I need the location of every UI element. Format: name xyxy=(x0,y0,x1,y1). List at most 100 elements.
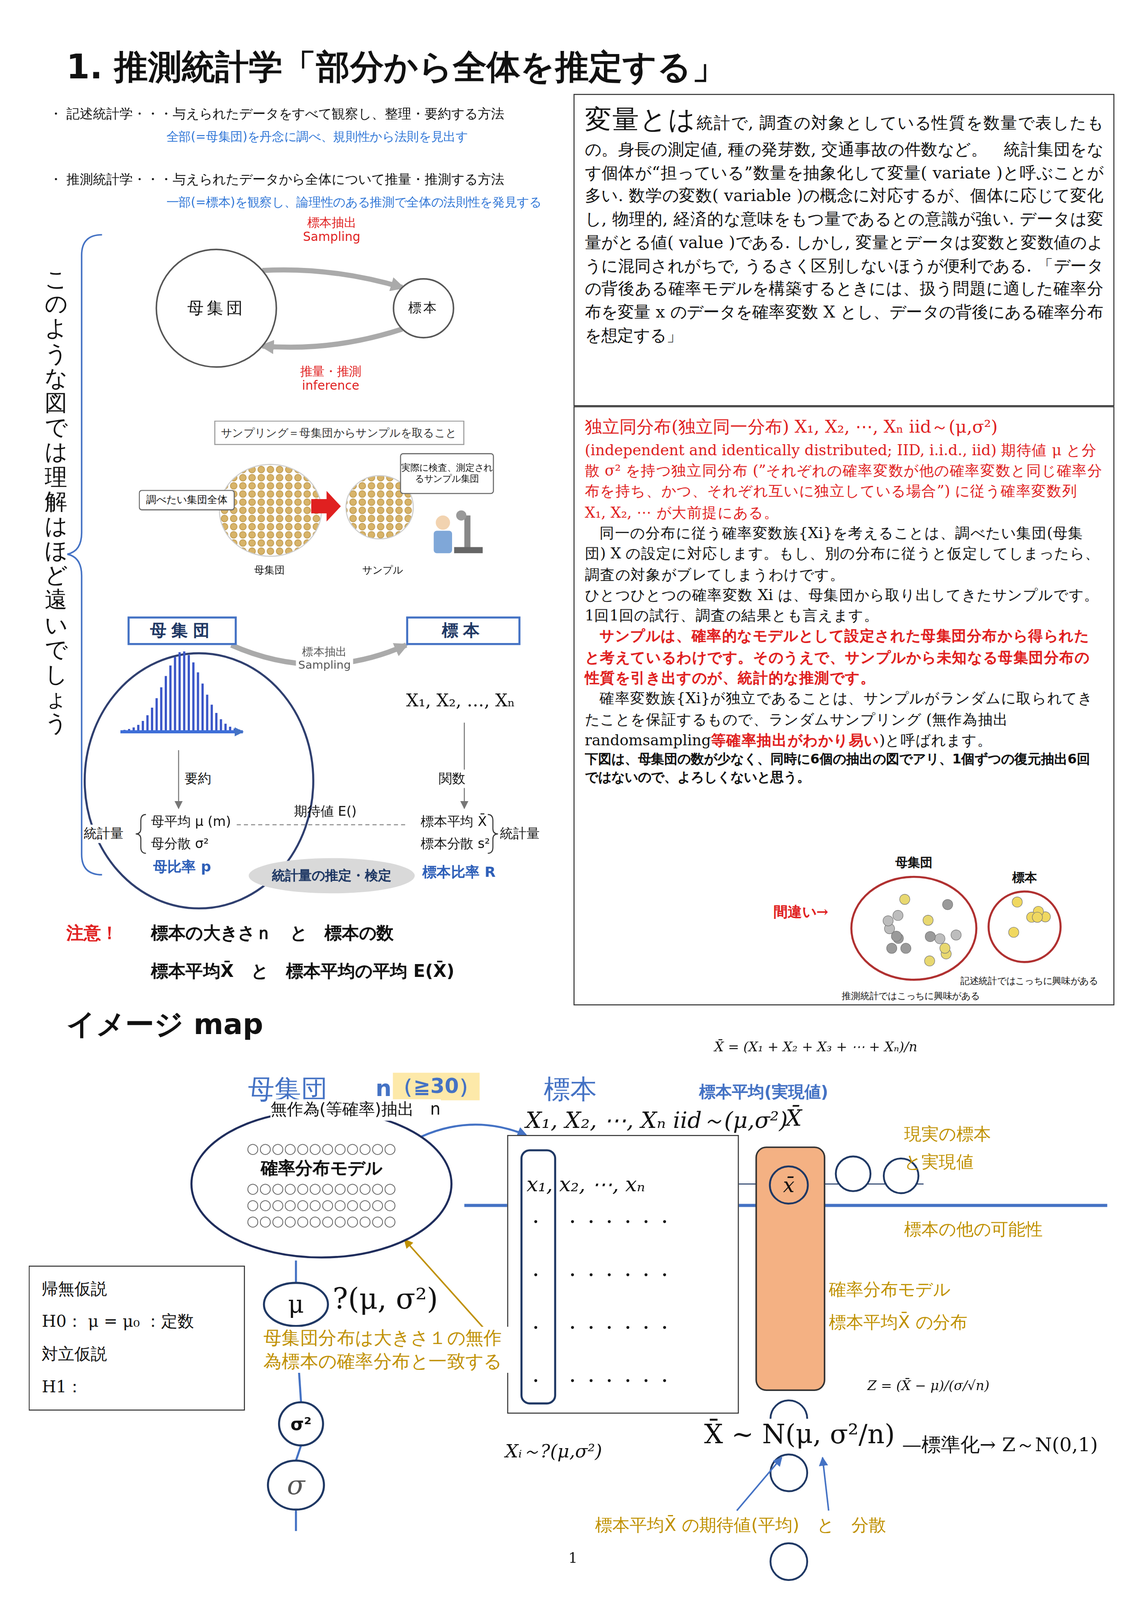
outline-ellipse xyxy=(851,876,977,980)
page-title: 1. 推測統計学「部分から全体を推定する」 xyxy=(66,44,726,91)
text-label: 期待値 E() xyxy=(293,802,357,821)
dot xyxy=(1008,927,1019,938)
node-text: 等確率抽出がわかり易い xyxy=(711,730,880,748)
dot xyxy=(934,933,945,944)
text-label: このような図では理解はほど遠いでしょう xyxy=(44,267,68,737)
outline-ellipse xyxy=(267,1460,324,1510)
node-text: (independent and identically distributed… xyxy=(584,439,1104,523)
outline xyxy=(850,874,978,982)
connector xyxy=(262,328,403,348)
text-label: 1 xyxy=(568,1549,578,1566)
text-label: 記述統計ではこっちに興味がある xyxy=(960,974,1099,988)
text-label: 標本分散 s² xyxy=(420,834,491,853)
outline-ellipse xyxy=(248,858,415,894)
histogram-bar xyxy=(164,675,167,731)
text-label: ?(μ, σ²) xyxy=(332,1281,438,1316)
dot xyxy=(925,931,936,942)
sigma-circle: σ xyxy=(267,1459,325,1511)
histogram-bar xyxy=(155,698,158,732)
node-text: ・ ・・・・・・ xyxy=(526,1301,738,1355)
decoration xyxy=(736,1457,782,1511)
hypothesis-box: 帰無仮説H0： μ = μ₀ ：定数対立仮説H1： xyxy=(28,1265,246,1411)
model-ellipse: ○○○○○○○○○○○○確率分布モデル○○○○○○○○○○○○○○○○○○○○○… xyxy=(188,1107,454,1261)
node-text: 統計で, 調査の対象としている性質を数量で表したもの。身長の測定値, 種の発芽数… xyxy=(584,113,1104,345)
node-text: ・ ・・・・・・ xyxy=(526,1248,738,1302)
text-label: 母比率 p xyxy=(153,858,212,877)
text-label: 関数 xyxy=(438,769,466,788)
decoration xyxy=(294,1510,298,1531)
decoration xyxy=(770,1454,808,1491)
node-text: 下図は、母集団の数が少なく、同時に6個の抽出の図でアリ、1個ずつの復元抽出6回で… xyxy=(584,750,1104,788)
decoration xyxy=(756,1147,825,1391)
node-text: 帰無仮説 xyxy=(41,1272,232,1306)
dot xyxy=(899,893,910,905)
node-text: H0： μ = μ₀ ：定数 xyxy=(41,1305,232,1339)
histogram-bar xyxy=(210,704,213,731)
decoration xyxy=(433,530,453,554)
dot xyxy=(939,943,951,954)
text-label: 無作為(等確率)抽出 n xyxy=(270,1098,441,1121)
dot xyxy=(893,910,904,921)
edge-label: 標本抽出 Sampling xyxy=(295,645,353,672)
dot xyxy=(900,943,911,954)
outline-ellipse xyxy=(191,1110,452,1258)
histogram-bar xyxy=(201,683,204,732)
text-label: 標本の大きさｎ と 標本の数 xyxy=(150,921,395,945)
node-text: 標本 xyxy=(441,619,485,642)
node-text: ひとつひとつの確率変数 Xi は、母集団から取り出してきたサンプルです。1回1回… xyxy=(584,584,1104,627)
node-text: μ xyxy=(287,1289,304,1319)
decoration xyxy=(835,1156,871,1191)
histogram-bar xyxy=(224,723,227,731)
dot xyxy=(886,943,897,954)
outline-ellipse xyxy=(156,249,277,368)
decoration xyxy=(464,515,471,550)
text-label: ・ 推測統計学・・・与えられたデータから全体について推量・推測する方法 xyxy=(49,170,505,189)
text-label: Z = (X̄ − μ)/(σ/√n) xyxy=(867,1377,990,1393)
node-text: 統計量の推定・検定 xyxy=(271,866,392,885)
edge-label: 推量・推測 inference xyxy=(294,365,367,394)
sample-matrix: x₁, x₂, ⋯, xₙ・ ・・・・・・・ ・・・・・・・ ・・・・・・・ ・… xyxy=(506,1134,739,1414)
text-label: n xyxy=(375,1075,392,1102)
node-text: 対立仮説 xyxy=(41,1338,232,1371)
decoration xyxy=(135,814,147,854)
header-box: 標本 xyxy=(406,616,521,646)
outline-ellipse xyxy=(988,891,1061,962)
text-label: Xᵢ～?(μ,σ²) xyxy=(505,1438,603,1464)
decoration xyxy=(177,750,179,809)
outline xyxy=(987,889,1062,964)
decoration xyxy=(770,1543,808,1580)
dot xyxy=(923,915,934,926)
text-label: 母平均 μ (m) xyxy=(150,812,232,831)
node-text: ○○○○○○○○○○○○ xyxy=(246,1195,397,1212)
decoration xyxy=(435,515,450,530)
histogram-bar xyxy=(219,719,222,731)
node-text: x̄ xyxy=(783,1172,795,1197)
text-label: 確率分布モデル xyxy=(828,1277,951,1302)
text-label: 現実の標本 と実現値 xyxy=(904,1120,999,1176)
histogram-bar xyxy=(187,654,190,731)
dot xyxy=(1012,896,1023,907)
node-text: 調べたい集団全体 xyxy=(146,492,228,507)
iid-box: 独立同分布(独立同一分布) X₁, X₂, ⋯, Xₙ iid～(μ,σ²)(i… xyxy=(573,406,1115,1006)
decoration xyxy=(311,491,341,522)
text-label: 標本比率 R xyxy=(422,863,496,882)
node-text: H1： xyxy=(41,1370,232,1404)
histogram-bar xyxy=(178,652,181,732)
text-label: —標準化→ Z～N(0,1) xyxy=(901,1431,1098,1459)
node-text: x₁, x₂, ⋯, xₙ xyxy=(526,1172,738,1196)
outline-ellipse xyxy=(278,1402,323,1446)
text-label: 注意！ xyxy=(66,921,119,945)
edge-label: 標本抽出 Sampling xyxy=(300,216,364,245)
outline-ellipse xyxy=(769,1166,809,1204)
dot xyxy=(951,929,962,940)
node-text: 標本 xyxy=(967,869,1082,887)
dot xyxy=(1032,912,1043,923)
text-label: X̄ xyxy=(785,1105,802,1131)
text-label: サンプル xyxy=(362,563,403,578)
dot xyxy=(891,931,902,942)
text-label: 推測統計ではこっちに興味がある xyxy=(841,990,980,1004)
caption-box: サンプリング＝母集団からサンプルを取ること xyxy=(213,420,465,445)
decoration xyxy=(454,546,484,554)
text-label: 母集団 xyxy=(254,563,285,578)
callout-box: 調べたい集団全体 xyxy=(138,489,235,511)
